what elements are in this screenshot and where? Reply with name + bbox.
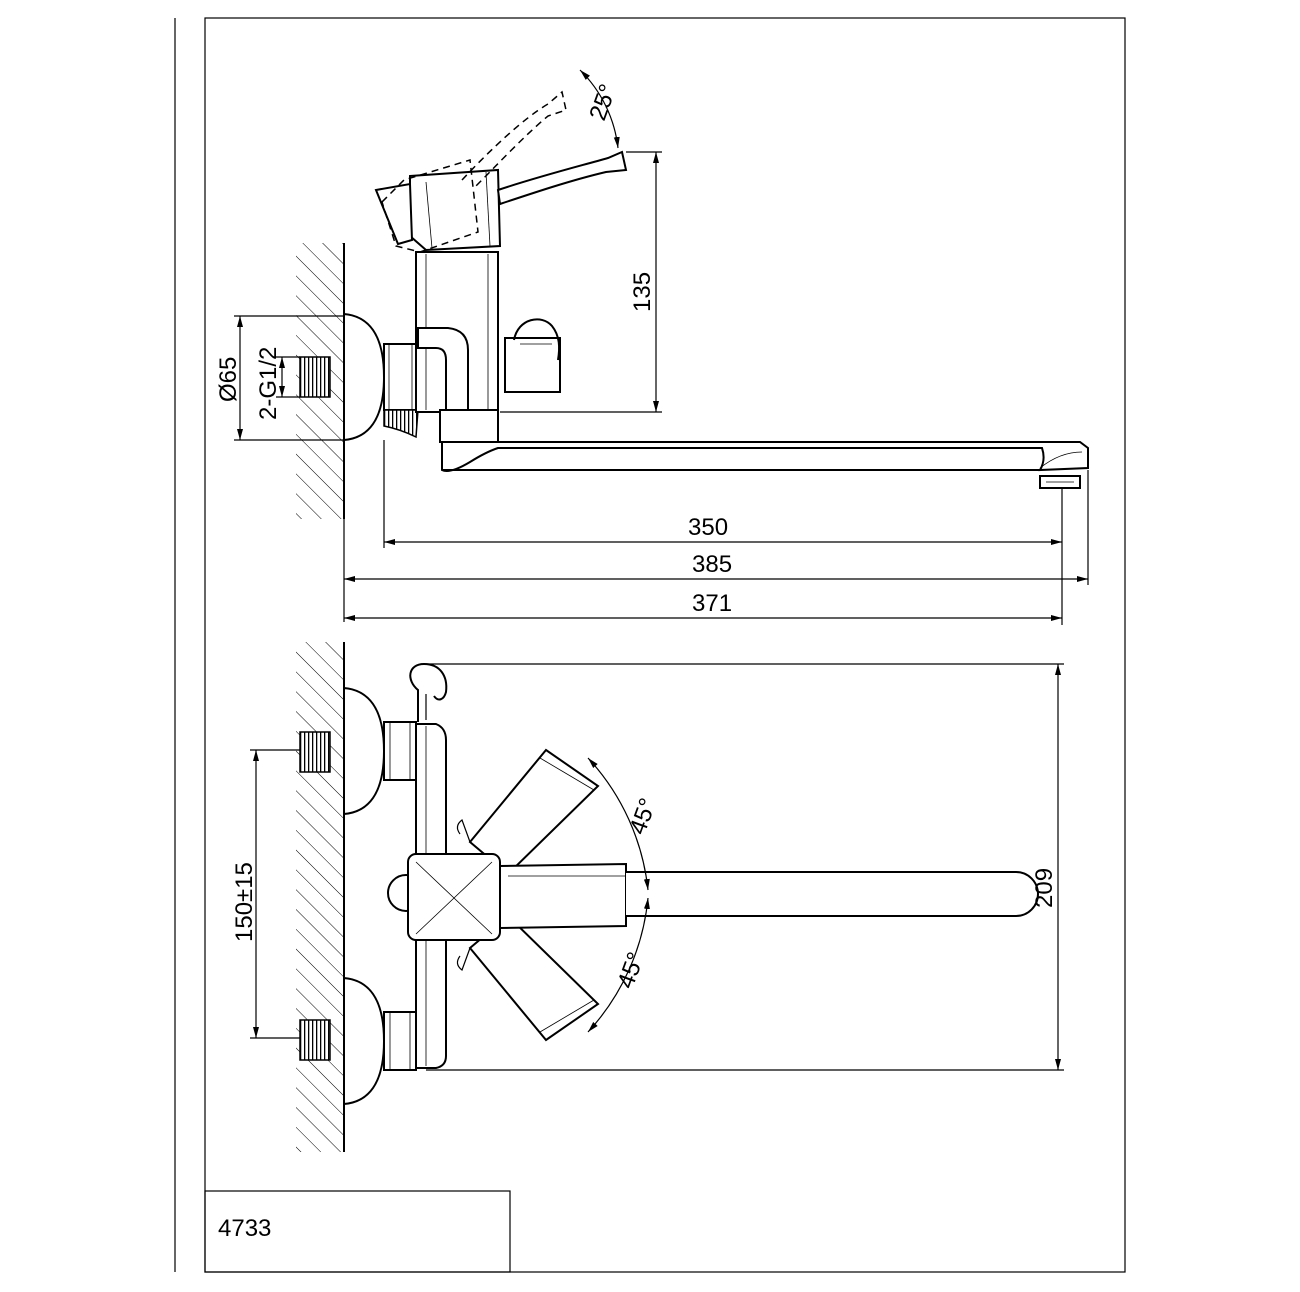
dim-label-thread: 2-G1/2 bbox=[255, 347, 282, 420]
upper-flange bbox=[343, 686, 386, 816]
dim-label-209: 209 bbox=[1031, 868, 1058, 908]
fitting-nut bbox=[299, 356, 331, 398]
upper-connector bbox=[383, 721, 417, 781]
angle-label-45-upper: 45° bbox=[624, 795, 662, 838]
lower-flange bbox=[343, 976, 386, 1106]
dimension-flange-diameter: Ø65 bbox=[215, 315, 344, 441]
angle-label-25: 25° bbox=[584, 81, 622, 124]
lower-connector bbox=[383, 1011, 417, 1071]
dim-label-385: 385 bbox=[692, 551, 732, 578]
angle-label-45-lower: 45° bbox=[612, 949, 650, 992]
dimension-thread: 2-G1/2 bbox=[255, 347, 300, 420]
cap-open-position bbox=[381, 159, 479, 253]
dim-label-371: 371 bbox=[692, 590, 732, 617]
dimension-350: 350 bbox=[383, 440, 1063, 625]
lower-fitting-nut bbox=[299, 1019, 331, 1061]
connector-knurl bbox=[383, 409, 419, 439]
decorative-flange bbox=[343, 312, 386, 442]
upper-fitting-nut bbox=[299, 731, 331, 773]
lever-handle bbox=[496, 150, 628, 206]
wall-hatching-top bbox=[296, 642, 345, 1152]
spout-tube-top bbox=[626, 871, 1039, 917]
dimension-center-distance: 150±15 bbox=[231, 749, 300, 1039]
dimension-385: 385 bbox=[343, 470, 1089, 622]
diverter-knob-top bbox=[513, 318, 561, 361]
side-view: 135 Ø65 2-G1/2 25° 350 bbox=[215, 69, 1089, 625]
diverter-knob bbox=[504, 337, 561, 393]
title-block: 4733 bbox=[204, 1190, 511, 1273]
top-view: 150±15 209 45° 45° bbox=[231, 642, 1064, 1152]
model-number: 4733 bbox=[218, 1215, 271, 1242]
mixer-cap-top bbox=[407, 853, 501, 941]
dim-label-135: 135 bbox=[629, 272, 656, 312]
angle-25: 25° bbox=[579, 69, 622, 149]
lever-top-view bbox=[499, 862, 627, 930]
dim-label-350: 350 bbox=[688, 514, 728, 541]
spout-tube bbox=[441, 441, 1089, 472]
dim-label-flange-diameter: Ø65 bbox=[215, 357, 242, 402]
dimension-209: 209 bbox=[424, 663, 1064, 1071]
cap-rear bbox=[374, 182, 414, 246]
spout-swivel bbox=[439, 409, 499, 443]
dim-label-center-distance: 150±15 bbox=[231, 862, 258, 942]
dimension-135: 135 bbox=[500, 151, 662, 413]
shower-hook bbox=[409, 662, 448, 722]
dimension-371: 371 bbox=[344, 590, 1062, 621]
sheet-frame bbox=[174, 17, 1126, 1273]
